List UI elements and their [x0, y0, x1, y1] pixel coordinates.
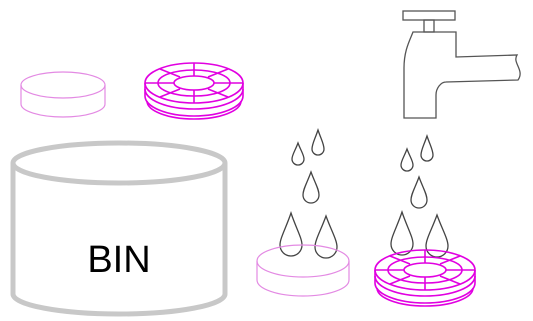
bin-label: BIN [87, 239, 150, 281]
water-drops-left [280, 130, 337, 258]
water-drop-icon [312, 130, 324, 155]
water-drop-icon [303, 172, 319, 203]
ribbed-lid-washing-icon [375, 250, 475, 306]
tap-icon [403, 11, 520, 118]
water-drop-icon [292, 143, 304, 165]
flat-lid-icon [21, 72, 105, 117]
water-drop-icon [421, 136, 433, 161]
water-drop-icon [401, 149, 413, 171]
water-drop-icon [280, 213, 302, 256]
bin-icon [13, 143, 225, 314]
water-drop-icon [411, 177, 427, 208]
ribbed-lid-icon [145, 63, 243, 119]
water-drop-icon [391, 212, 413, 255]
water-drops-right [391, 136, 448, 257]
water-drop-icon [315, 216, 337, 258]
